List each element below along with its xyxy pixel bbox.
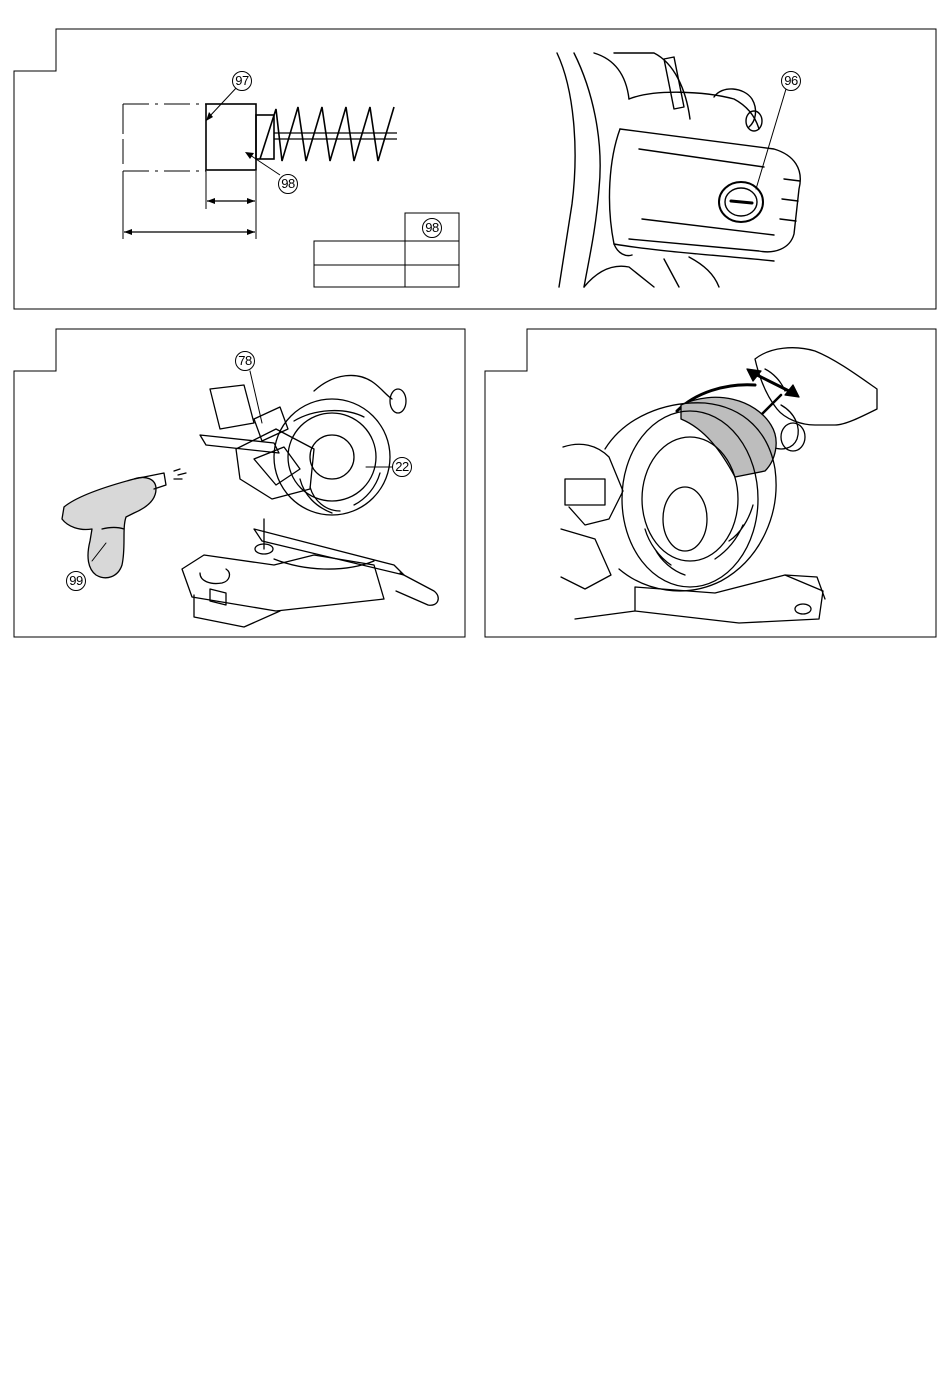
figure-panel-brush: 97 98 98 [14,29,936,309]
blade-guard-cleaning-illustration [485,329,936,637]
brush-cap-illustration [14,29,936,309]
callout-78: 78 [235,351,255,371]
figure-panel-cleaning [485,329,936,637]
callout-99: 99 [66,571,86,591]
miter-saw-blower-illustration [14,329,465,637]
callout-22: 22 [392,457,412,477]
callout-96: 96 [781,71,801,91]
figure-panel-blower: 78 22 99 [14,329,465,637]
